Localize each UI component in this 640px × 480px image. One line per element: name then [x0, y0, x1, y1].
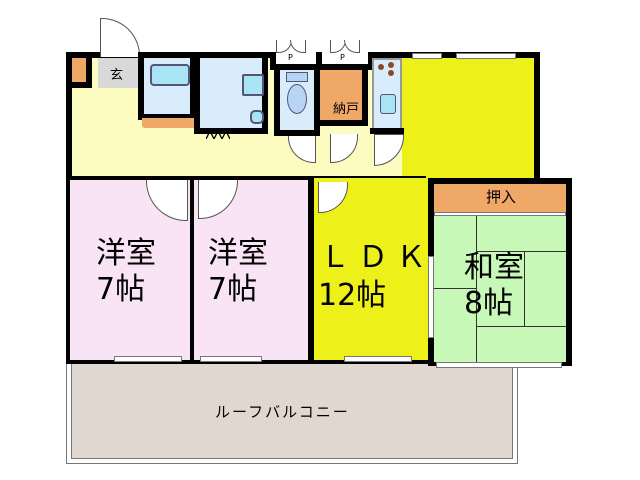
washroom [194, 52, 268, 134]
roof-balcony: ルーフバルコニー [66, 362, 518, 464]
room-name: ＬＤＫ [320, 240, 434, 275]
western-room-1-door[interactable] [146, 180, 188, 221]
toilet-icon [287, 84, 307, 114]
stove-icon [378, 64, 384, 70]
pipe-space-2 [322, 52, 374, 70]
japanese-room: 和室 8帖 [434, 216, 566, 362]
ldk-inner-door[interactable] [318, 182, 348, 213]
window [436, 362, 562, 368]
closet-sliding-doors[interactable] [434, 212, 566, 216]
kitchen-sink-icon [380, 94, 396, 114]
western-room-1: 洋室 7帖 [66, 180, 192, 364]
room-name: 洋室 [96, 236, 156, 271]
window [344, 356, 412, 362]
room-size: 8帖 [464, 286, 514, 321]
balcony-label: ルーフバルコニー [215, 403, 350, 421]
toilet-room [274, 70, 320, 136]
sink-icon [250, 110, 264, 124]
window [200, 356, 262, 362]
ldk: ＬＤＫ 12帖 [310, 178, 432, 364]
entrance [98, 58, 140, 88]
closet [434, 184, 566, 212]
entrance-label: 玄 [110, 68, 124, 83]
accordion-door-icon[interactable] [205, 124, 231, 141]
entrance-door[interactable] [100, 18, 140, 57]
bathroom [138, 52, 196, 120]
window [412, 53, 442, 59]
japanese-room-sliding-door[interactable] [428, 256, 434, 338]
pipe-space-label: P [288, 53, 293, 62]
pipe-space-1 [270, 52, 322, 70]
pipe-space-label: P [340, 53, 345, 62]
room-name: 和室 [464, 250, 524, 285]
storage-room [320, 70, 368, 126]
western-room-2-door[interactable] [198, 180, 238, 219]
room-name: 洋室 [208, 236, 268, 271]
kitchen-counter [372, 58, 402, 130]
room-size: 7帖 [208, 272, 258, 307]
closet-label: 押入 [486, 188, 517, 206]
room-size: 12帖 [318, 278, 387, 313]
storage-label: 納戸 [333, 102, 360, 117]
washing-machine-icon [242, 74, 264, 96]
window [456, 53, 516, 59]
bathtub-icon [150, 64, 190, 86]
shoe-storage [72, 58, 92, 88]
ldk-upper [402, 58, 536, 180]
western-room-2: 洋室 7帖 [192, 180, 312, 364]
window [114, 356, 182, 362]
room-size: 7帖 [96, 272, 146, 307]
